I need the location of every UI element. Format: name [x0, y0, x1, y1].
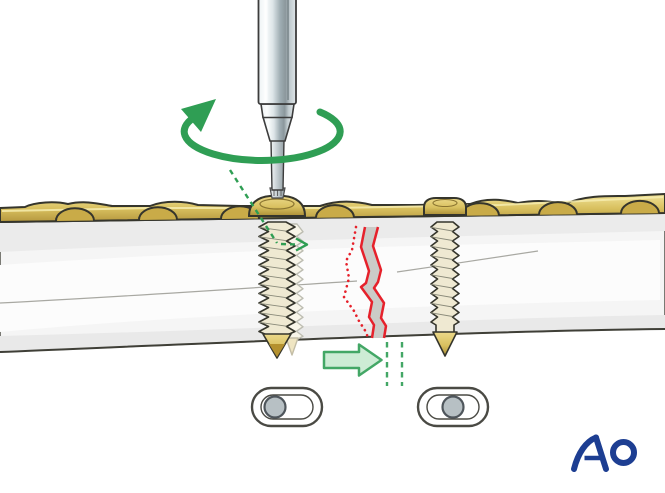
plate-hole-diagram-centered [416, 386, 490, 428]
cortex-screw-tip [432, 331, 458, 357]
displacement-dashed-line [280, 242, 300, 246]
bone-contour-line-right [396, 250, 539, 273]
ao-logo: AO [571, 434, 637, 472]
lag-screw-thread-lines [258, 226, 287, 327]
lag-screw-tip-shade [269, 344, 285, 357]
rotation-arrow-icon [180, 99, 344, 164]
cortex-screw-body [430, 221, 460, 357]
ghost-screw-tip [285, 337, 299, 356]
screw-position-centered [441, 395, 465, 419]
insertion-axis-dashed-line [228, 169, 309, 252]
fracture [342, 225, 388, 340]
bone-plate [0, 193, 665, 223]
ao-logo-a-right [593, 434, 609, 472]
lag-screw-body [258, 221, 296, 359]
compression-indicator [322, 342, 404, 386]
bone-highlight [0, 240, 660, 332]
plate-hole-inner [260, 394, 314, 420]
plate-hole-diagram-eccentric [250, 386, 324, 428]
displacement-arrow-icon [295, 237, 309, 252]
screwdriver-shaft [257, 0, 297, 105]
lag-screw-head-detail [259, 198, 295, 210]
compression-arrow-icon [322, 343, 383, 377]
screwdriver-shaft-thin [270, 139, 285, 191]
fracture-line-left [359, 226, 376, 339]
cortex-screw-thread-lines [430, 226, 453, 317]
bone-lower-shading [0, 315, 665, 352]
plate-hole-outer [250, 386, 324, 428]
bone-upper-shading [0, 214, 665, 252]
screw-position-eccentric [263, 395, 287, 419]
cortex-screw-head-detail [432, 198, 458, 208]
screwdriver [257, 0, 297, 199]
screwdriver-collar-ring [260, 103, 295, 119]
bone-bottom-edge [0, 328, 665, 353]
fracture-previous-position-dotted [342, 225, 370, 340]
bone [0, 213, 665, 353]
bone-contour-line-left [0, 280, 358, 304]
plate-hole-inner [426, 394, 480, 420]
ao-logo-o [610, 439, 637, 466]
fracture-line-right [371, 226, 388, 339]
fracture-gap [361, 227, 386, 338]
plate-undercut-arches [54, 199, 660, 222]
